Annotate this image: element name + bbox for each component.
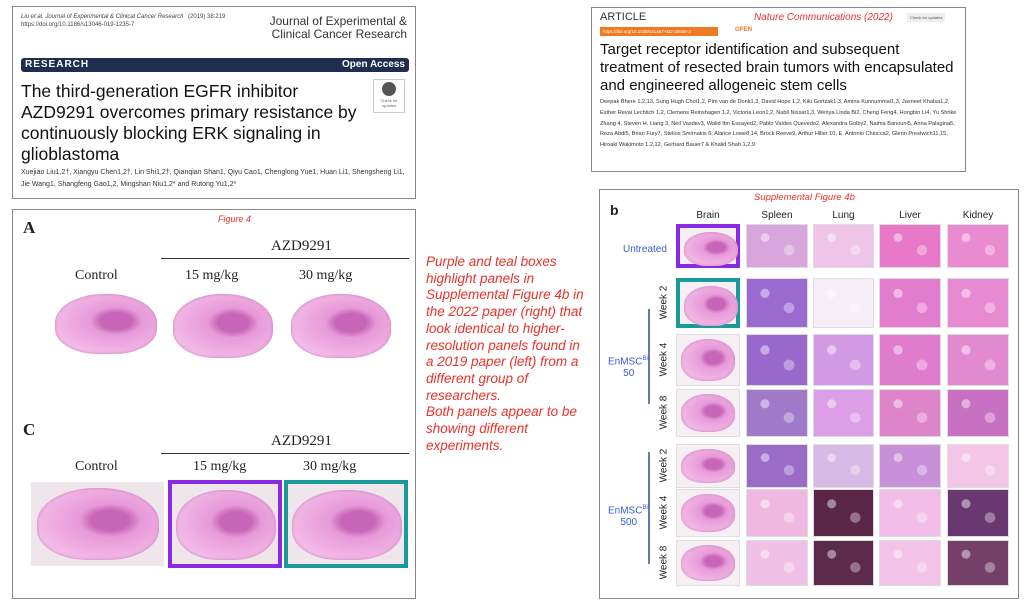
lung-tissue-image [813,444,874,488]
spleen-tissue-image [746,278,808,328]
kidney-tissue-image [947,334,1009,386]
dose-30-label-c: 30 mg/kg [303,459,357,474]
paper-title: The third-generation EGFR inhibitor AZD9… [21,81,357,164]
panel-b-label: b [610,202,619,218]
dose-15-label-c: 15 mg/kg [193,459,247,474]
brain-slice-control-a [55,294,157,354]
dose-15-label-a: 15 mg/kg [185,268,239,283]
year-volume: (2019) 38:219 [188,14,226,20]
lung-tissue-image [813,489,874,537]
journal-name: Journal of Experimental & [269,14,407,28]
paper-2019-header: Liu et al. Journal of Experimental & Cli… [12,6,416,199]
liver-tissue-image [879,489,941,537]
figure-caption: Supplemental Figure 4b [754,192,855,203]
row-label-week: Week 2 [658,448,670,483]
column-header-lung: Lung [832,210,855,221]
paper-title: Target receptor identification and subse… [600,41,954,94]
brain-tissue-image [676,389,740,437]
liver-tissue-image [879,278,941,328]
column-header-liver: Liver [899,210,921,221]
lung-tissue-image [813,278,874,328]
doi-badge[interactable]: https://doi.org/10.1038/s41467-022-30558… [600,27,718,36]
panel-a-label: A [23,218,36,237]
row-label-week: Week 8 [658,395,670,430]
brain-slice-30-a [291,294,391,358]
column-header-spleen: Spleen [761,210,793,221]
drug-label-a: AZD9291 [271,238,332,254]
kidney-tissue-image [947,278,1009,328]
control-label-c: Control [75,459,118,474]
dose-30-label-a: 30 mg/kg [299,268,353,283]
liver-tissue-image [879,389,941,437]
brain-tissue-image-teal-highlight [676,278,740,328]
spleen-tissue-image [746,389,808,437]
liver-tissue-image [879,444,941,488]
lung-tissue-image [813,540,874,586]
brain-image-15-c-purple-highlight [168,480,282,568]
column-header-kidney: Kidney [962,210,994,221]
row-label-untreated: Untreated [623,244,667,255]
liver-tissue-image [879,540,941,586]
row-label-week: Week 4 [658,495,670,530]
brain-image-30-c-teal-highlight [284,480,408,568]
supplemental-figure-4b: Supplemental Figure 4b b Untreated EnMSC… [599,189,1019,599]
article-type: ARTICLE [600,11,647,23]
spleen-tissue-image [746,540,808,586]
row-label-week: Week 8 [658,545,670,580]
spleen-tissue-image [746,444,808,488]
kidney-tissue-image [947,224,1009,268]
brain-image-control-c [31,482,164,566]
divider [161,453,409,454]
open-label: OPEN [735,27,753,33]
brain-tissue-image [676,489,740,537]
liver-tissue-image [879,224,941,268]
row-label-week: Week 2 [658,285,670,320]
check-label: Check for updates [380,98,398,108]
banner-research: RESEARCH [25,59,90,70]
research-banner: RESEARCH Open Access [21,58,409,72]
spleen-tissue-image [746,334,808,386]
lung-tissue-image [813,334,874,386]
spleen-tissue-image [746,224,808,268]
kidney-tissue-image [947,489,1009,537]
kidney-tissue-image [947,444,1009,488]
liver-tissue-image [879,334,941,386]
control-label-a: Control [75,268,118,283]
citation: Liu et al. Journal of Experimental & Cli… [21,14,184,20]
brain-tissue-image [676,334,740,386]
kidney-tissue-image [947,389,1009,437]
column-header-brain: Brain [696,210,720,221]
banner-open-access: Open Access [342,59,405,70]
author-list: Xuejiao Liu1,2†, Xiangyu Chen1,2†, Lin S… [21,169,405,188]
row-label-week: Week 4 [658,342,670,377]
drug-label-c: AZD9291 [271,433,332,449]
brain-tissue-image [676,444,740,488]
brain-tissue-image-purple-highlight [676,224,740,268]
journal-annotation: Nature Communications (2022) [754,12,893,23]
brain-tissue-image [676,540,740,586]
kidney-tissue-image [947,540,1009,586]
journal-name-2: Clinical Cancer Research [271,27,407,41]
doi[interactable]: https://doi.org/10.1186/s13046-019-1235-… [21,22,135,28]
group-bracket-500 [648,452,650,564]
panel-c-label: C [23,420,36,439]
paper-2022-header: ARTICLE Nature Communications (2022) Che… [591,7,966,172]
author-list: Deepak Bhere 1,2,13, Sung Hugh Choi1,2, … [600,99,957,149]
check-updates-badge[interactable]: Check for updates [907,13,946,22]
figure-caption: Figure 4 [218,214,252,224]
spleen-tissue-image [746,489,808,537]
annotation-note: Purple and teal boxes highlight panels i… [426,254,584,453]
lung-tissue-image [813,224,874,268]
group-bracket-50 [648,309,650,404]
brain-slice-15-a [173,294,273,358]
lung-tissue-image [813,389,874,437]
divider [161,258,409,259]
check-updates-badge[interactable]: Check for updates [373,79,405,113]
check-icon [382,82,396,96]
figure-4-panel: Figure 4 A AZD9291 Control 15 mg/kg 30 m… [12,209,416,599]
